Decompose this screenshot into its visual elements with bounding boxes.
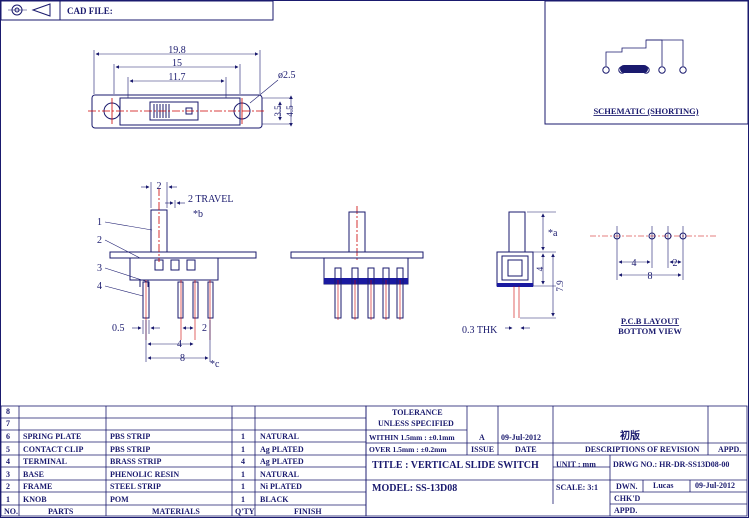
dim-pcb-2: 2 [673, 258, 678, 269]
bom-finish-1: BLACK [260, 495, 289, 504]
bom-finish-5: Ag PLATED [260, 445, 304, 454]
bom-no-3: 3 [6, 470, 10, 479]
projection-symbol-icon [8, 3, 51, 17]
dim-15: 15 [172, 58, 182, 69]
schematic-label: SCHEMATIC (SHORTING) [593, 106, 698, 116]
dim-end-4: 4 [535, 266, 545, 271]
appd-label: APPD. [718, 445, 742, 454]
dim-hole-dia: ø2.5 [278, 70, 296, 81]
bom-material-6: PBS STRIP [110, 432, 151, 441]
dim-0-5: 0.5 [112, 323, 125, 334]
unless-specified-label: UNLESS SPECIFIED [378, 419, 454, 428]
end-view [496, 211, 556, 330]
dim-3-5: 3.5 [273, 105, 283, 117]
bom-finish-3: NATURAL [260, 470, 299, 479]
callout-2: 2 [97, 235, 102, 246]
schematic-panel: SCHEMATIC (SHORTING) [544, 0, 749, 125]
bom-qty-4: 4 [241, 457, 245, 466]
date-label: DATE [515, 445, 537, 454]
dim-note-a: *a [548, 228, 558, 239]
bom-no-7: 7 [6, 419, 10, 428]
bom-finish-4: Ag PLATED [260, 457, 304, 466]
dim-note-b: *b [193, 209, 203, 220]
dwn-label: DWN. [616, 482, 638, 491]
bom-qty-1: 1 [241, 495, 245, 504]
pcb-layout [590, 226, 716, 280]
chkd-label: CHK'D [614, 494, 641, 503]
bom-qty-6: 1 [241, 432, 245, 441]
dwn-name: Lucas [653, 481, 674, 490]
bom-no-1: 1 [6, 495, 10, 504]
bom-header-qty: Q'TY [235, 507, 255, 516]
top-view [88, 50, 293, 129]
dim-pcb-4: 4 [632, 258, 637, 269]
front-view [290, 206, 424, 320]
tolerance-over: OVER 1.5mm : ±0.2mm [369, 445, 447, 454]
appd2-label: APPD. [614, 506, 638, 515]
bom-part-4: TERMINAL [23, 457, 68, 466]
bom-part-3: BASE [23, 470, 44, 479]
bom-qty-5: 1 [241, 445, 245, 454]
bom-no-6: 6 [6, 432, 10, 441]
bom-material-5: PBS STRIP [110, 445, 151, 454]
cad-header: CAD FILE: [0, 0, 274, 21]
descriptions-label: DESCRIPTIONS OF REVISION [585, 445, 700, 454]
issue-value: A [479, 433, 485, 442]
callout-3: 3 [97, 263, 102, 274]
dim-pin-2: 2 [202, 323, 207, 334]
tolerance-label: TOLERANCE [392, 408, 443, 417]
bom-part-2: FRAME [23, 482, 53, 491]
bom-material-2: STEEL STRIP [110, 482, 161, 491]
bom-no-8: 8 [6, 407, 10, 416]
dim-pin-8: 8 [180, 353, 185, 364]
bom-header-parts: PARTS [48, 507, 74, 516]
cad-file-label: CAD FILE: [67, 6, 113, 16]
bom-qty-3: 1 [241, 470, 245, 479]
dim-travel: 2 TRAVEL [188, 194, 233, 205]
issue-date: 09-Jul-2012 [501, 433, 541, 442]
bom-material-4: BRASS STRIP [110, 457, 162, 466]
drawing-number: DRWG NO.: HR-DR-SS13D08-00 [613, 460, 730, 469]
bom-qty-2: 1 [241, 482, 245, 491]
scale-label: SCALE: 3:1 [556, 483, 599, 492]
tolerance-within: WITHIN 1.5mm : ±0.1mm [369, 433, 455, 442]
title-block-grid [365, 405, 748, 517]
issue-label: ISSUE [471, 445, 495, 454]
pcb-label-1: P.C.B LAYOUT [621, 316, 680, 326]
dim-end-7-9: 7.9 [555, 280, 565, 292]
bom-no-5: 5 [6, 445, 10, 454]
dim-pcb-8: 8 [648, 271, 653, 282]
bom-finish-6: NATURAL [260, 432, 299, 441]
bom-header-finish: FINISH [294, 507, 322, 516]
bom-part-1: KNOB [23, 495, 47, 504]
dwn-date: 09-Jul-2012 [695, 481, 735, 490]
bom-material-3: PHENOLIC RESIN [110, 470, 180, 479]
bom-header-materials: MATERIALS [152, 507, 200, 516]
dim-11-7: 11.7 [168, 72, 185, 83]
model-label: MODEL: SS-13D08 [372, 483, 458, 494]
side-view [104, 182, 257, 362]
pcb-label-2: BOTTOM VIEW [618, 326, 682, 336]
unit-label: UNIT : mm [556, 460, 596, 469]
bom-material-1: POM [110, 495, 129, 504]
callout-4: 4 [97, 281, 102, 292]
dim-pin-4: 4 [177, 339, 182, 350]
dim-knob-width: 2 [157, 181, 162, 192]
bom-no-4: 4 [6, 457, 10, 466]
dim-4-5: 4.5 [285, 105, 295, 117]
bom-part-5: CONTACT CLIP [23, 445, 84, 454]
callout-1: 1 [97, 217, 102, 228]
bom-part-6: SPRING PLATE [23, 432, 82, 441]
drawing-title: TITLE : VERTICAL SLIDE SWITCH [372, 460, 539, 471]
dim-note-c: *c [210, 359, 220, 370]
dim-19-8: 19.8 [168, 45, 186, 56]
bom-no-2: 2 [6, 482, 10, 491]
bom-finish-2: Ni PLATED [260, 482, 302, 491]
dim-thickness: 0.3 THK [462, 325, 498, 336]
first-edition-note: 初版 [620, 431, 640, 442]
bom-header-no: NO. [4, 507, 18, 516]
